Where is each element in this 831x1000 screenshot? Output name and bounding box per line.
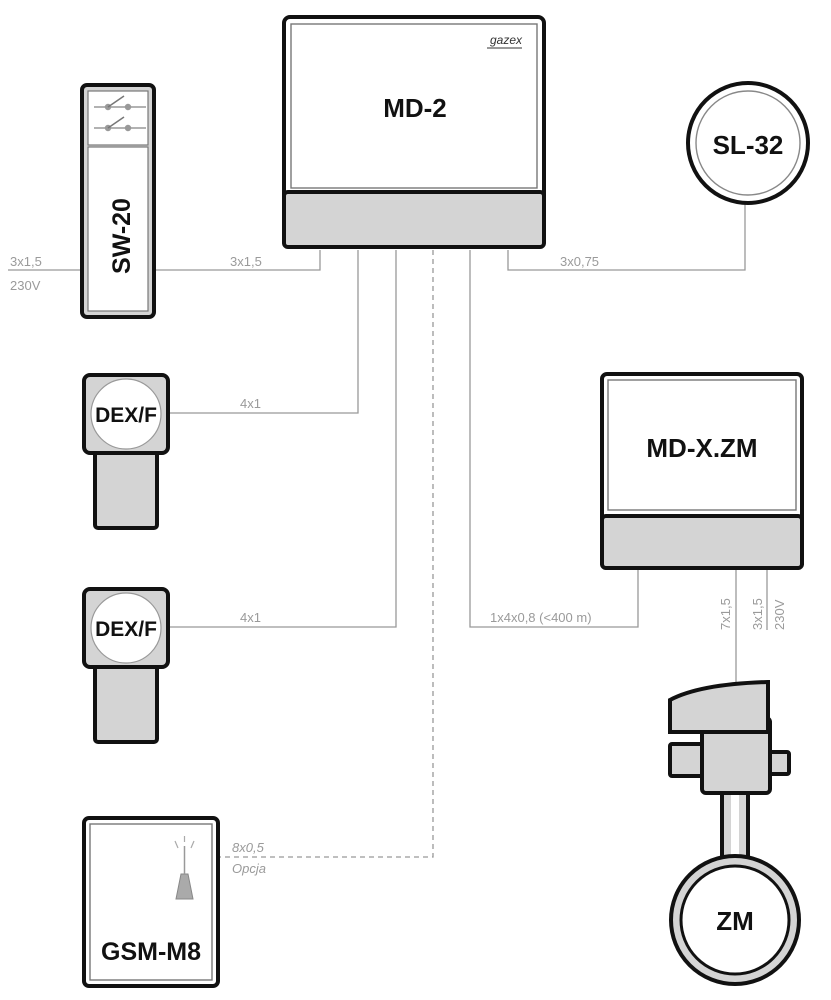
- md2-label: MD-2: [383, 93, 447, 123]
- dex2-cable-label: 4x1: [240, 610, 261, 625]
- md2-mdxzm-cable-label: 1x4x0,8 (<400 m): [490, 610, 592, 625]
- sw20-switch: SW-20: [80, 83, 156, 319]
- power-in-cable-label: 3x1,5: [10, 254, 42, 269]
- dex1-md2-wire: [168, 250, 359, 414]
- sw20-label: SW-20: [108, 198, 136, 274]
- gsm-label: GSM-M8: [101, 938, 201, 966]
- gsm-md2-wire: [218, 250, 434, 858]
- dex1-label: DEX/F: [95, 404, 157, 427]
- antenna-icon: [174, 836, 195, 900]
- zm-label: ZM: [716, 906, 754, 936]
- gazex-logo: gazex: [490, 33, 523, 47]
- dex1-cable-label: 4x1: [240, 396, 261, 411]
- mdxzm-power-cable-label: 3x1,5: [750, 598, 765, 630]
- md2-sl32-wire: [507, 196, 746, 271]
- sw20-md2-wire: [154, 250, 321, 271]
- dex2-md2-wire: [168, 250, 397, 628]
- gsm-option-label: Opcja: [232, 861, 266, 876]
- power-in-voltage-label: 230V: [10, 278, 41, 293]
- mdxzm-module: MD-X.ZM: [600, 372, 804, 570]
- gsm-module: GSM-M8: [82, 816, 220, 988]
- dex2-label: DEX/F: [95, 618, 157, 641]
- sl32-label: SL-32: [713, 130, 784, 160]
- wires: [8, 196, 768, 858]
- switch-icon: [94, 95, 146, 132]
- mdxzm-label: MD-X.ZM: [646, 433, 757, 463]
- sl32-siren: SL-32: [686, 81, 810, 205]
- md2-mdxzm-wire: [469, 250, 639, 628]
- dex-detector-2: DEX/F: [82, 587, 170, 744]
- gsm-cable-label: 8x0,5: [232, 840, 265, 855]
- md2-module: MD-2 gazex: [282, 15, 546, 249]
- dex-detector-1: DEX/F: [82, 373, 170, 530]
- md2-sl32-cable-label: 3x0,75: [560, 254, 599, 269]
- mdxzm-power-voltage-label: 230V: [772, 599, 787, 630]
- zm-valve: ZM: [668, 679, 801, 986]
- sw20-md2-cable-label: 3x1,5: [230, 254, 262, 269]
- wire-labels: 3x1,5 230V 3x1,5 3x0,75 4x1 4x1 1x4x0,8 …: [10, 254, 787, 876]
- mdxzm-zm-cable-label: 7x1,5: [718, 598, 733, 630]
